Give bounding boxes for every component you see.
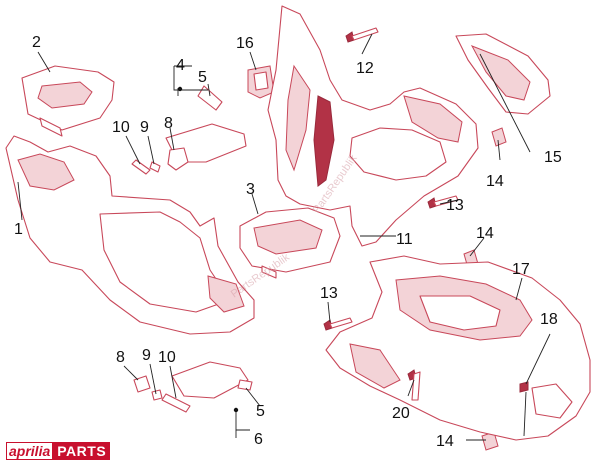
screws bbox=[323, 27, 529, 401]
part-16-clip bbox=[247, 65, 275, 99]
part-2-upper-cover bbox=[21, 65, 115, 137]
callout-5-upper: 5 bbox=[198, 69, 207, 86]
part-3-glovebox bbox=[239, 207, 341, 279]
callout-10-lower: 10 bbox=[158, 349, 176, 366]
callout-13-upper: 13 bbox=[446, 197, 464, 214]
callout-5-lower: 5 bbox=[256, 403, 265, 420]
leader-lines bbox=[17, 33, 551, 441]
logo-parts-text: PARTS bbox=[53, 442, 111, 460]
callout-9-upper: 9 bbox=[140, 119, 149, 136]
callout-20: 20 bbox=[392, 405, 410, 422]
callout-1: 1 bbox=[14, 221, 23, 238]
callout-18: 18 bbox=[540, 311, 558, 328]
callout-11: 11 bbox=[396, 231, 413, 248]
callout-16: 16 bbox=[236, 35, 254, 52]
callout-6: 6 bbox=[254, 431, 263, 448]
callout-9-lower: 9 bbox=[142, 347, 151, 364]
aprilia-parts-logo: aprilia PARTS bbox=[6, 442, 111, 460]
marker-dot bbox=[233, 407, 239, 413]
marker-dot bbox=[177, 86, 183, 92]
lower-hardware-group bbox=[133, 361, 253, 413]
part-17-lower-cover bbox=[325, 255, 591, 441]
callout-3: 3 bbox=[246, 181, 255, 198]
callout-8-upper: 8 bbox=[164, 115, 173, 132]
callout-8-lower: 8 bbox=[116, 349, 125, 366]
part-4-upper-panel bbox=[131, 85, 247, 175]
callout-13-lower: 13 bbox=[320, 285, 338, 302]
callout-17: 17 bbox=[512, 261, 530, 278]
callout-2: 2 bbox=[32, 34, 41, 51]
callout-15: 15 bbox=[544, 149, 562, 166]
part-11-inner-shield bbox=[267, 5, 479, 247]
logo-brand-text: aprilia bbox=[6, 442, 54, 460]
callout-12: 12 bbox=[356, 60, 374, 77]
callout-14-upper: 14 bbox=[486, 173, 504, 190]
callout-4: 4 bbox=[176, 57, 185, 74]
callout-14-lower: 14 bbox=[436, 433, 454, 450]
part-15-side-trim bbox=[455, 33, 551, 115]
callout-14-middle: 14 bbox=[476, 225, 494, 242]
part-1-front-shield bbox=[5, 135, 255, 335]
callout-10-upper: 10 bbox=[112, 119, 130, 136]
